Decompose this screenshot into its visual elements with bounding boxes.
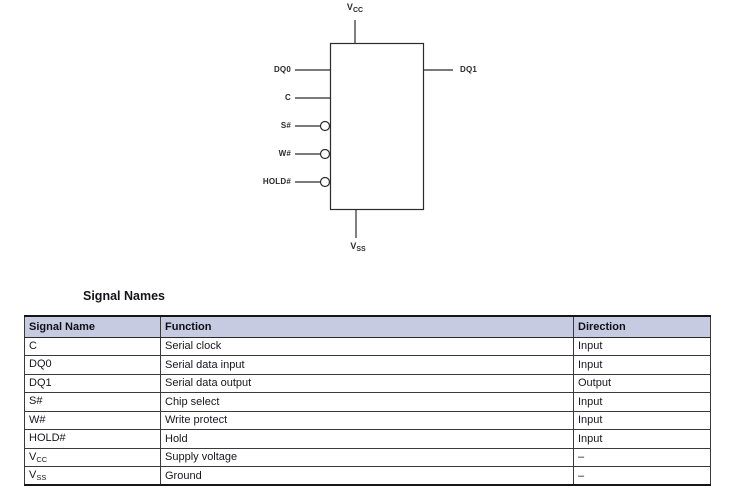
direction-cell: –	[573, 466, 711, 486]
signal-text: S#	[29, 395, 43, 408]
function-cell: Serial data input	[160, 355, 574, 375]
vcc-subscript: CC	[352, 7, 364, 14]
table-row: C Serial clock Input	[24, 336, 711, 356]
signal-cell: DQ0	[24, 355, 161, 375]
table-row: VCC Supply voltage –	[24, 447, 711, 467]
signal-cell: C	[24, 336, 161, 356]
pin-label-c: C	[285, 93, 291, 102]
function-cell: Serial data output	[160, 373, 574, 393]
signal-names-table: Signal Name Function Direction C Serial …	[24, 315, 711, 486]
signal-text: HOLD#	[29, 432, 66, 445]
column-header-direction: Direction	[573, 315, 711, 338]
column-header-function: Function	[160, 315, 574, 338]
active-low-bubble-icon	[319, 176, 331, 188]
function-cell: Chip select	[160, 392, 574, 412]
direction-cell: Output	[573, 373, 711, 393]
signal-cell: HOLD#	[24, 429, 161, 449]
logic-diagram-figure: VCC VSS DQ0 C S# W# HOLD# DQ1	[262, 1, 478, 256]
table-row: HOLD# Hold Input	[24, 429, 711, 449]
signal-cell: VCC	[24, 447, 161, 467]
function-cell: Supply voltage	[160, 447, 574, 467]
direction-cell: –	[573, 447, 711, 467]
vss-subscript: SS	[356, 246, 366, 253]
pin-label-hold: HOLD#	[262, 177, 291, 186]
signal-text: W#	[29, 413, 46, 426]
vcc-label: VCC	[340, 1, 370, 17]
direction-cell: Input	[573, 429, 711, 449]
function-cell: Write protect	[160, 410, 574, 430]
column-header-signal-name: Signal Name	[24, 315, 161, 338]
table-row: DQ1 Serial data output Output	[24, 373, 711, 393]
active-low-bubble-icon	[319, 120, 331, 132]
direction-cell: Input	[573, 355, 711, 375]
direction-cell: Input	[573, 392, 711, 412]
signal-text: V	[29, 450, 37, 463]
signal-cell: DQ1	[24, 373, 161, 393]
direction-cell: Input	[573, 336, 711, 356]
signal-cell: S#	[24, 392, 161, 412]
function-cell: Ground	[160, 466, 574, 486]
vss-label: VSS	[343, 240, 373, 256]
table-header-row: Signal Name Function Direction	[24, 315, 711, 338]
section-title: Signal Names	[83, 289, 165, 303]
signal-text: DQ0	[29, 358, 52, 371]
table-row: VSS Ground –	[24, 466, 711, 486]
active-low-bubble-icon	[319, 148, 331, 160]
table-row: S# Chip select Input	[24, 392, 711, 412]
vss-base: V	[350, 241, 357, 251]
signal-text: C	[29, 339, 37, 352]
direction-cell: Input	[573, 410, 711, 430]
signal-subscript: SS	[36, 473, 47, 482]
chip-body	[329, 42, 425, 211]
pin-label-dq0: DQ0	[273, 65, 291, 74]
pin-label-dq1: DQ1	[460, 65, 478, 74]
signal-text: DQ1	[29, 376, 52, 389]
function-cell: Serial clock	[160, 336, 574, 356]
signal-cell: VSS	[24, 466, 161, 486]
chip-symbol-svg	[295, 20, 453, 238]
function-cell: Hold	[160, 429, 574, 449]
pin-label-w: W#	[278, 149, 291, 158]
pin-label-s: S#	[280, 121, 291, 130]
table-row: W# Write protect Input	[24, 410, 711, 430]
signal-cell: W#	[24, 410, 161, 430]
vcc-base: V	[346, 2, 353, 12]
signal-subscript: CC	[36, 454, 48, 464]
table-row: DQ0 Serial data input Input	[24, 355, 711, 375]
signal-text: V	[29, 469, 37, 481]
